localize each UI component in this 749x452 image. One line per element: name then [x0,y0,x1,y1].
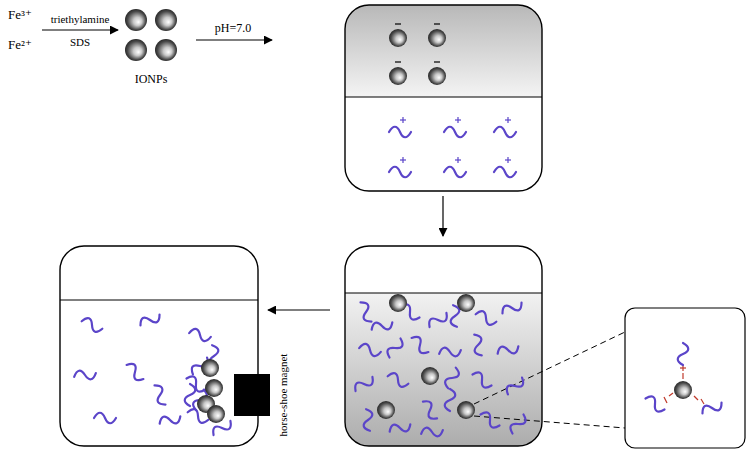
nanoparticle [421,367,439,385]
nanoparticle [389,29,407,47]
ion-label: Fe³⁺ [8,8,32,22]
polymer-chain [438,345,461,359]
nanoparticle [457,401,475,419]
polymer-chain [426,309,450,331]
polymer-chain [678,343,689,365]
inset [474,308,745,448]
nanoparticle [428,67,446,85]
polymer-chain [150,383,170,407]
polymer-chain [700,398,724,418]
product-label: IONPs [135,73,168,86]
polymer-chain [386,371,410,388]
polymer-chain [444,127,466,138]
nanoparticle [428,29,446,47]
polymer-chain [444,167,466,178]
polymer-chain [419,398,441,422]
polymer-chain [73,368,96,382]
zoom-line [474,332,625,404]
nanoparticle [389,67,407,85]
reaction-arrow [196,39,272,40]
polymer-chain [474,309,498,326]
polymer-chain [420,425,443,439]
polymer-chains [73,117,724,439]
polymer-chain [356,300,376,324]
polymer-chain [500,298,524,318]
polymer-chain [445,389,456,411]
nanoparticle [205,379,223,397]
polymer-chain [443,366,460,390]
positive-charge [400,157,406,163]
polymer-chain [185,384,196,406]
nanoparticle [155,39,177,61]
polymer-chain [469,333,486,357]
polymer-chain [389,127,411,138]
reagent-label: triethylamine [51,13,110,25]
polymer-chain [494,127,516,138]
horse-shoe-magnet [234,374,270,416]
nanoparticle [155,9,177,31]
nanoparticle [125,9,147,31]
polymer-chain [158,411,182,428]
polymer-chain [408,334,432,356]
polymer-chain [358,343,381,357]
nanoparticle [377,401,395,419]
nanoparticle [457,294,475,312]
positive-charge [400,117,406,123]
polymer-chain [370,317,394,334]
polymer-chain [494,167,516,178]
beaker [345,246,542,452]
reaction-arrow [42,29,118,30]
polymer-chain [138,310,162,330]
inset-box [625,308,745,448]
liquid-phase [345,5,542,97]
beaker-outline [345,5,542,191]
beaker-outline [345,246,542,446]
polymer-chain [361,408,375,431]
phase-line [60,300,258,301]
reagent-label: SDS [70,36,90,48]
beaker [345,5,542,191]
nanoparticle [389,294,407,312]
nanoparticle [674,381,692,399]
nanoparticles [125,9,177,61]
polymer-chain [470,370,494,390]
positive-charge [505,157,511,163]
phase-line [345,97,542,98]
beaker [60,246,270,446]
polymer-chain [508,412,528,436]
polymer-chain [388,419,412,436]
ion-label: Fe²⁺ [8,38,32,52]
polymer-chain [352,373,376,395]
liquid-phase [345,293,542,446]
process-arrow [442,196,443,236]
polymer-chain [385,336,405,360]
condition-label: pH=7.0 [215,22,251,35]
phase-line [345,293,542,294]
polymer-chain [504,374,526,398]
polymer-chain [188,328,211,342]
nanoparticle [125,39,147,61]
positive-charge [455,157,461,163]
negative-charge [395,24,440,62]
positive-charge [455,117,461,123]
nanoparticle [207,405,225,423]
beaker-outline [60,246,258,446]
nanoparticle [201,359,219,377]
process-arrow [268,309,330,310]
polymer-chain [643,394,667,414]
positive-charge [505,117,511,123]
electrostatic-bond [664,365,704,404]
polymer-chain [496,341,520,358]
polymer-chain [80,316,104,333]
magnet-label: horse-shoe magnet [277,354,289,437]
polymer-chain [478,410,502,430]
polymer-chain [123,361,147,383]
polymer-chain [94,413,116,424]
polymer-chain [389,167,411,178]
